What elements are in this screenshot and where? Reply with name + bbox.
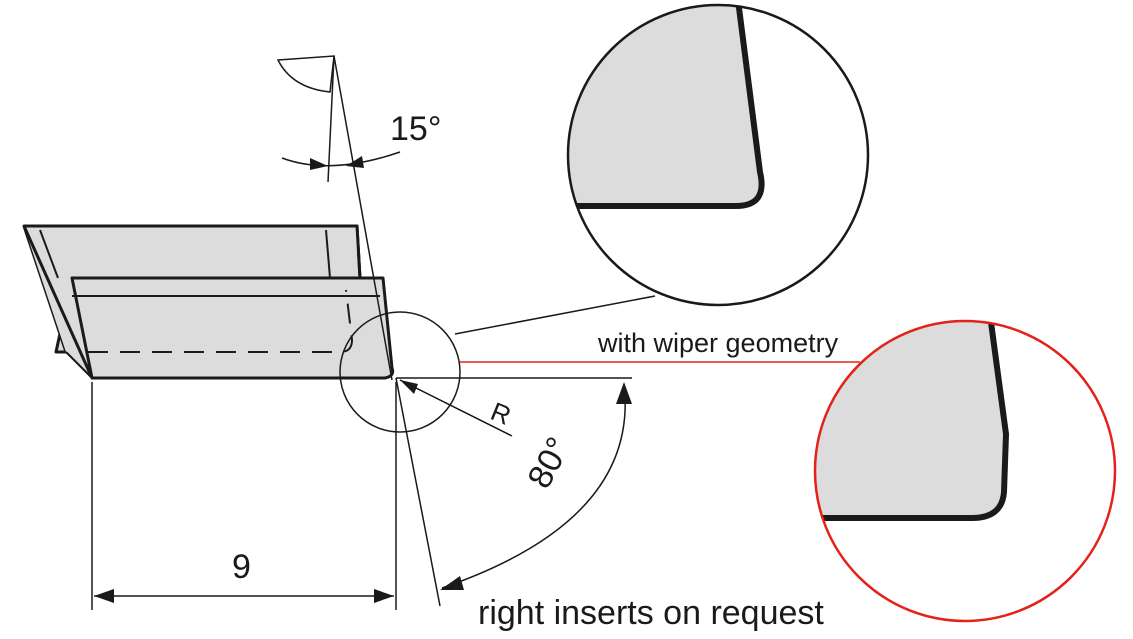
insert-hidden-line <box>88 289 353 353</box>
standard-detail-circle <box>566 3 870 307</box>
wiper-detail-circle <box>813 319 1117 623</box>
detail-callouts <box>339 295 860 433</box>
detail-circle-small <box>339 311 461 433</box>
corner-angle-label: 80° <box>520 431 578 494</box>
clearance-line-vertical <box>327 55 335 183</box>
clearance-flag <box>276 55 335 93</box>
wiper-caption: with wiper geometry <box>597 328 839 358</box>
wiper-corner-detail <box>813 319 1117 623</box>
clearance-angle-label: 15° <box>390 110 441 148</box>
insert-main-body <box>24 226 392 378</box>
footer-note: right inserts on request <box>478 594 824 632</box>
standard-corner-detail <box>566 3 870 307</box>
width-arrow-left <box>94 589 114 603</box>
standard-corner-edge <box>568 5 765 209</box>
clearance-line-slanted <box>333 55 393 381</box>
insert-outline <box>22 224 395 380</box>
insert-upper-edge <box>39 229 331 279</box>
radius-arrow <box>400 380 418 394</box>
radius-and-angle-construction <box>395 377 632 607</box>
standard-corner-fill <box>568 5 763 206</box>
leader-to-standard-detail <box>454 295 656 335</box>
clearance-arrow-left <box>310 158 328 170</box>
corner-arc-arrow-top <box>616 382 632 404</box>
width-arrow-right <box>374 589 394 603</box>
corner-arc-arrow-bottom <box>440 576 464 590</box>
width-dimension-label: 9 <box>232 548 251 586</box>
clearance-arrow-right <box>346 156 364 168</box>
wiper-corner-edge <box>815 321 1010 521</box>
corner-line-slanted <box>395 377 441 607</box>
insert-body <box>22 224 395 380</box>
width-dimension <box>91 382 397 610</box>
radius-leader <box>399 379 513 437</box>
clearance-angle-construction <box>276 55 401 381</box>
corner-angle-arc <box>441 383 626 589</box>
clearance-arc <box>281 151 401 167</box>
insert-bottom-chamfer <box>65 351 93 379</box>
